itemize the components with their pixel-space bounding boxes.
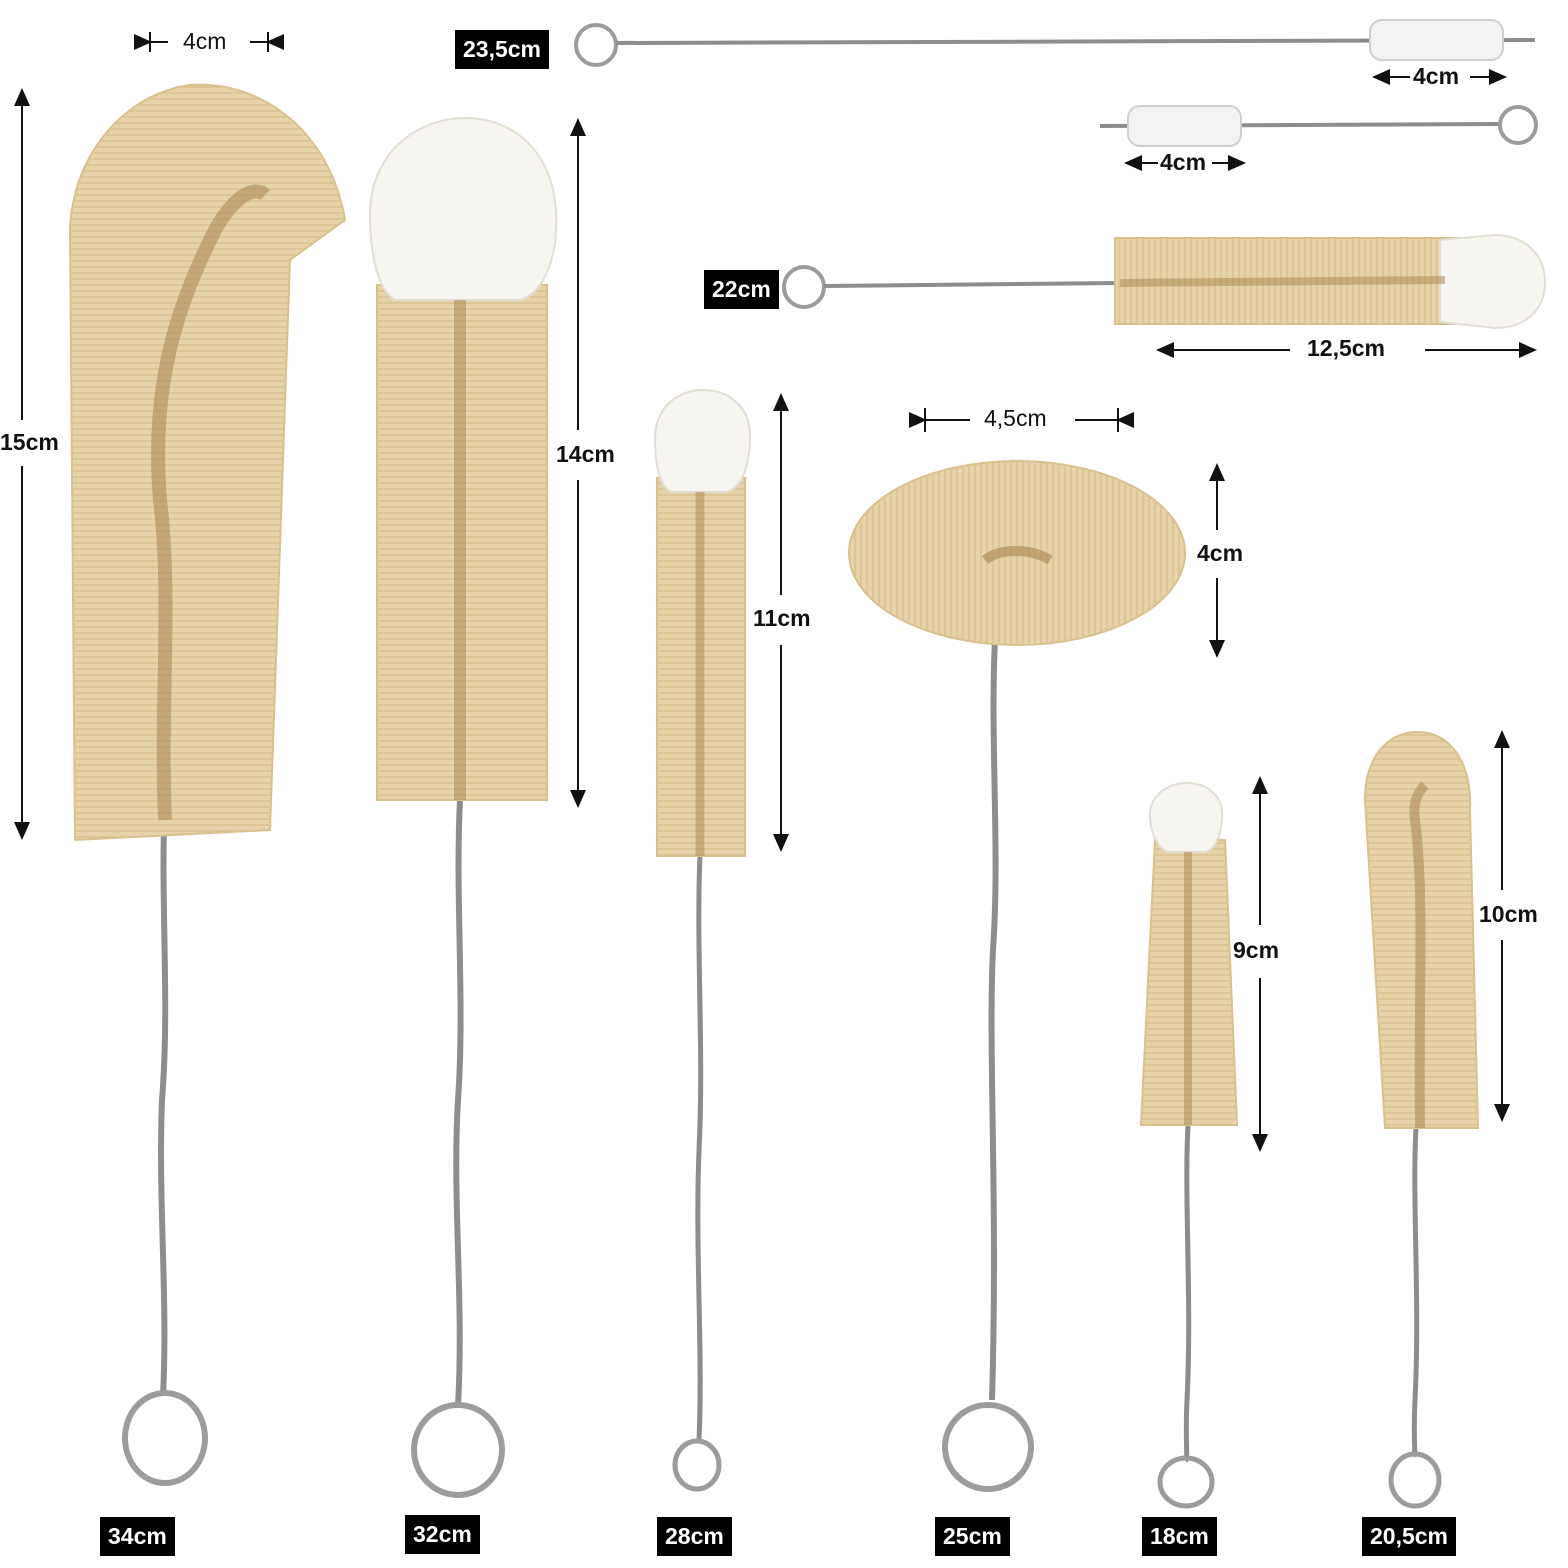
brush-3-loop: [672, 1438, 722, 1492]
brush-6: [1363, 730, 1480, 1509]
brush-4-loop: [942, 1402, 1034, 1492]
brush-4-core: [981, 546, 1053, 565]
brush-1-diameter-label: 4cm: [183, 28, 227, 54]
brush-2-total-length-label: 32cm: [405, 1515, 480, 1554]
brush-5-bristle-length-label: 9cm: [1233, 937, 1280, 963]
brush-top-3-total-length-label: 22cm: [704, 270, 779, 309]
brush-top-3-cotton-tip: [1439, 233, 1547, 330]
brush-top-1: [574, 19, 1536, 67]
brush-2: [368, 116, 558, 1498]
brush-top-1-bristle-length-label: 4cm: [1413, 63, 1460, 89]
brush-6-loop: [1388, 1451, 1442, 1509]
brush-2-wire: [453, 799, 464, 1406]
brush-5: [1139, 781, 1239, 1509]
brush-5-loop: [1157, 1455, 1215, 1509]
brush-4: [848, 460, 1186, 1492]
brush-top-2-loop: [1498, 105, 1538, 145]
brush-5-total-length-label: 18cm: [1142, 1517, 1217, 1556]
brush-top-2-bristles: [1127, 105, 1242, 147]
brush-3-total-length-label: 28cm: [657, 1517, 732, 1556]
brush-top-1-loop: [574, 23, 618, 67]
brush-top-3-wire: [823, 281, 1121, 288]
brush-1-bristles: [68, 83, 347, 842]
brush-1-bristle-length-label: 15cm: [0, 429, 59, 455]
brush-1: [68, 83, 347, 1486]
brush-top-1-bristles: [1369, 19, 1504, 61]
brush-1-core: [151, 184, 270, 821]
brush-1-loop: [122, 1390, 208, 1486]
brush-6-total-length-label: 20,5cm: [1362, 1517, 1457, 1556]
brush-5-wire: [1183, 1124, 1192, 1463]
brush-3-wire: [695, 854, 704, 1441]
brush-6-bristle-length-label: 10cm: [1479, 901, 1538, 927]
brush-2-bristle-length-label: 14cm: [556, 441, 615, 467]
brush-4-diameter-label: 4,5cm: [984, 405, 1047, 431]
brush-6-wire: [1411, 1127, 1420, 1458]
brush-top-3: [782, 233, 1547, 330]
brush-top-3-bristle-length-label: 12,5cm: [1307, 335, 1386, 361]
brush-6-core: [1409, 781, 1429, 1129]
brush-top-3-core: [1119, 276, 1446, 287]
dimension-lines: [13, 32, 1537, 1152]
brush-1-wire: [158, 799, 169, 1396]
brush-top-2: [1099, 105, 1538, 147]
brush-top-1-total-length-label: 23,5cm: [455, 30, 550, 69]
brush-2-cotton-tip: [368, 116, 558, 301]
brush-5-cotton-tip: [1148, 781, 1224, 853]
brush-2-loop: [411, 1402, 505, 1498]
brush-1-total-length-label: 34cm: [100, 1517, 175, 1556]
brush-4-wire: [988, 639, 999, 1401]
brush-3: [653, 388, 752, 1492]
brush-3-cotton-tip: [653, 388, 752, 493]
brush-top-2-bristle-length-label: 4cm: [1160, 149, 1207, 175]
brush-3-bristle-length-label: 11cm: [753, 605, 811, 631]
brush-top-3-loop: [782, 265, 826, 309]
brush-4-total-length-label: 25cm: [935, 1517, 1010, 1556]
brush-4-bristle-length-label: 4cm: [1197, 540, 1244, 566]
